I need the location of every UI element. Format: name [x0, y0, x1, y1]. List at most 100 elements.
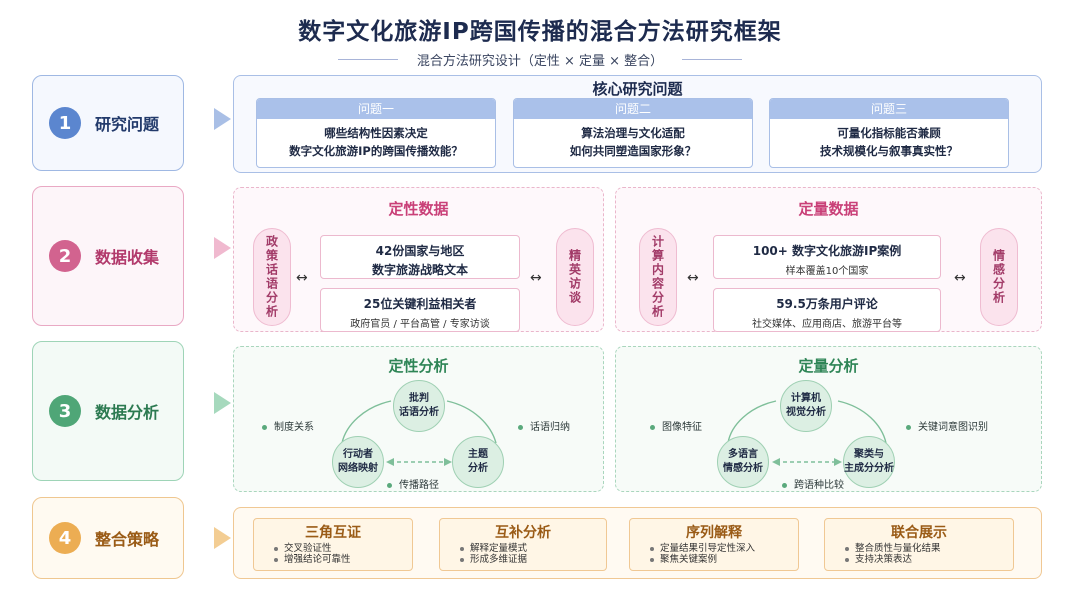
- node-line: 聚类与: [854, 449, 884, 460]
- question-card-2: 问题二 算法治理与文化适配 如何共同塑造国家形象？: [513, 98, 753, 168]
- question-line: 算法治理与文化适配: [581, 126, 685, 140]
- stage-arrow-icon: [214, 392, 231, 414]
- user-reviews-box: 59.5万条用户评论 社交媒体、应用商店、旅游平台等: [713, 288, 941, 332]
- integration-point: 整合质性与量化结果: [845, 543, 1013, 554]
- institutional-relations-label: 制度关系: [262, 418, 314, 433]
- integration-title: 联合展示: [891, 525, 947, 541]
- integration-points: 交叉验证性 增强结论可靠性: [254, 543, 412, 565]
- question-text: 算法治理与文化适配 如何共同塑造国家形象？: [514, 119, 752, 160]
- stage-data-collection: 2 数据收集: [32, 186, 184, 326]
- quantitative-data-title: 定量数据: [798, 200, 859, 218]
- ip-cases-box: 100+ 数字文化旅游IP案例 样本覆盖10个国家: [713, 235, 941, 279]
- integration-point: 形成多维证据: [460, 554, 606, 565]
- question-line: 技术规模化与叙事真实性？: [820, 144, 958, 158]
- stage-research-questions: 1 研究问题: [32, 75, 184, 171]
- node-line: 情感分析: [723, 463, 763, 474]
- node-line: 批判: [409, 393, 429, 404]
- multilingual-sentiment-node: 多语言 情感分析: [717, 436, 769, 488]
- sequential-box: 序列解释 定量结果引导定性深入 聚焦关键案例: [629, 518, 799, 571]
- policy-texts-box: 42份国家与地区 数字旅游战略文本: [320, 235, 520, 279]
- triangulation-box: 三角互证 交叉验证性 增强结论可靠性: [253, 518, 413, 571]
- stage-label: 整合策略: [95, 530, 160, 549]
- integration-point: 增强结论可靠性: [274, 554, 412, 565]
- node-line: 主题: [468, 449, 488, 460]
- integration-point: 解释定量模式: [460, 543, 606, 554]
- stage-arrow-icon: [214, 108, 231, 130]
- box-sub: 社交媒体、应用商店、旅游平台等: [752, 319, 902, 330]
- question-card-1: 问题一 哪些结构性因素决定 数字文化旅游IP的跨国传播效能？: [256, 98, 496, 168]
- arrowhead-icon: [386, 458, 394, 466]
- policy-discourse-pill: 政策话语分析: [253, 228, 291, 326]
- question-line: 可量化指标能否兼顾: [837, 126, 941, 140]
- bidirectional-arrow-icon: ↔: [530, 270, 542, 286]
- question-header: 问题二: [514, 99, 752, 119]
- stage-arrow-icon: [214, 237, 231, 259]
- arrowhead-icon: [834, 458, 842, 466]
- clustering-pca-node: 聚类与 主成分分析: [843, 436, 895, 488]
- box-main: 25位关键利益相关者: [363, 297, 477, 311]
- core-questions-panel: 核心研究问题 问题一 哪些结构性因素决定 数字文化旅游IP的跨国传播效能？ 问题…: [233, 75, 1042, 173]
- pill-label: 政策话语分析: [264, 235, 279, 319]
- core-questions-title: 核心研究问题: [592, 80, 683, 98]
- stage-arrow-icon: [214, 527, 231, 549]
- quantitative-data-panel: 定量数据 计算内容分析 ↔ 100+ 数字文化旅游IP案例 样本覆盖10个国家 …: [615, 187, 1042, 332]
- cycle-arc: [341, 400, 392, 444]
- elite-interview-pill: 精英访谈: [556, 228, 594, 326]
- image-features-label: 图像特征: [650, 418, 702, 433]
- pill-label: 精英访谈: [567, 249, 582, 305]
- integration-points: 整合质性与量化结果 支持决策表达: [825, 543, 1013, 565]
- node-line: 计算机: [791, 393, 821, 404]
- qualitative-data-title: 定性数据: [388, 200, 449, 218]
- bidirectional-arrow-icon: ↔: [296, 270, 308, 286]
- integration-point: 交叉验证性: [274, 543, 412, 554]
- diffusion-path-label: 传播路径: [387, 476, 439, 491]
- subtitle-rule-right: [682, 59, 742, 60]
- pill-label: 情感分析: [991, 249, 1006, 305]
- thematic-analysis-node: 主题 分析: [452, 436, 504, 488]
- page-subtitle: 混合方法研究设计（定性 × 定量 × 整合）: [416, 54, 664, 69]
- arrowhead-icon: [772, 458, 780, 466]
- question-header: 问题三: [770, 99, 1008, 119]
- integration-title: 互补分析: [495, 525, 551, 541]
- stage-label: 研究问题: [95, 115, 160, 134]
- stage-number-badge: 2: [49, 240, 81, 272]
- discourse-induction-label: 话语归纳: [518, 418, 570, 433]
- integration-title: 三角互证: [305, 525, 361, 541]
- quantitative-analysis-panel: 定量分析 计算机 视觉分析 多语言 情感分析 聚类与 主成分分析 图像特征 关键…: [615, 346, 1042, 492]
- box-main: 数字旅游战略文本: [371, 263, 468, 277]
- node-line: 分析: [468, 463, 488, 474]
- stage-data-analysis: 3 数据分析: [32, 341, 184, 481]
- cross-language-label: 跨语种比较: [782, 476, 844, 491]
- subtitle-rule-left: [338, 59, 398, 60]
- pill-label: 计算内容分析: [650, 235, 665, 319]
- integration-point: 定量结果引导定性深入: [650, 543, 798, 554]
- node-line: 话语分析: [399, 407, 439, 418]
- box-main: 42份国家与地区: [375, 244, 465, 258]
- arrowhead-icon: [444, 458, 452, 466]
- stage-integration: 4 整合策略: [32, 497, 184, 579]
- qualitative-data-panel: 定性数据 政策话语分析 ↔ 42份国家与地区 数字旅游战略文本 25位关键利益相…: [233, 187, 604, 332]
- stage-number-badge: 3: [49, 395, 81, 427]
- bidirectional-arrow-icon: ↔: [687, 270, 699, 286]
- question-text: 哪些结构性因素决定 数字文化旅游IP的跨国传播效能？: [257, 119, 495, 160]
- stage-number-badge: 1: [49, 107, 81, 139]
- question-card-3: 问题三 可量化指标能否兼顾 技术规模化与叙事真实性？: [769, 98, 1009, 168]
- integration-point: 支持决策表达: [845, 554, 1013, 565]
- page-title: 数字文化旅游IP跨国传播的混合方法研究框架: [298, 19, 782, 45]
- sentiment-analysis-pill: 情感分析: [980, 228, 1018, 326]
- complementary-box: 互补分析 解释定量模式 形成多维证据: [439, 518, 607, 571]
- question-line: 如何共同塑造国家形象？: [569, 144, 697, 158]
- integration-panel: 三角互证 交叉验证性 增强结论可靠性 互补分析 解释定量模式 形成多维证据 序列…: [233, 507, 1042, 579]
- node-line: 主成分分析: [844, 463, 894, 474]
- integration-points: 定量结果引导定性深入 聚焦关键案例: [630, 543, 798, 565]
- node-line: 多语言: [728, 449, 758, 460]
- keyword-intent-label: 关键词意图识别: [906, 418, 988, 433]
- question-text: 可量化指标能否兼顾 技术规模化与叙事真实性？: [770, 119, 1008, 160]
- qualitative-analysis-title: 定性分析: [388, 357, 449, 375]
- computer-vision-node: 计算机 视觉分析: [780, 380, 832, 432]
- stakeholders-box: 25位关键利益相关者 政府官员 / 平台高管 / 专家访谈: [320, 288, 520, 332]
- stage-number-badge: 4: [49, 522, 81, 554]
- box-sub: 样本覆盖10个国家: [785, 266, 869, 277]
- integration-title: 序列解释: [686, 525, 742, 541]
- integration-points: 解释定量模式 形成多维证据: [440, 543, 606, 565]
